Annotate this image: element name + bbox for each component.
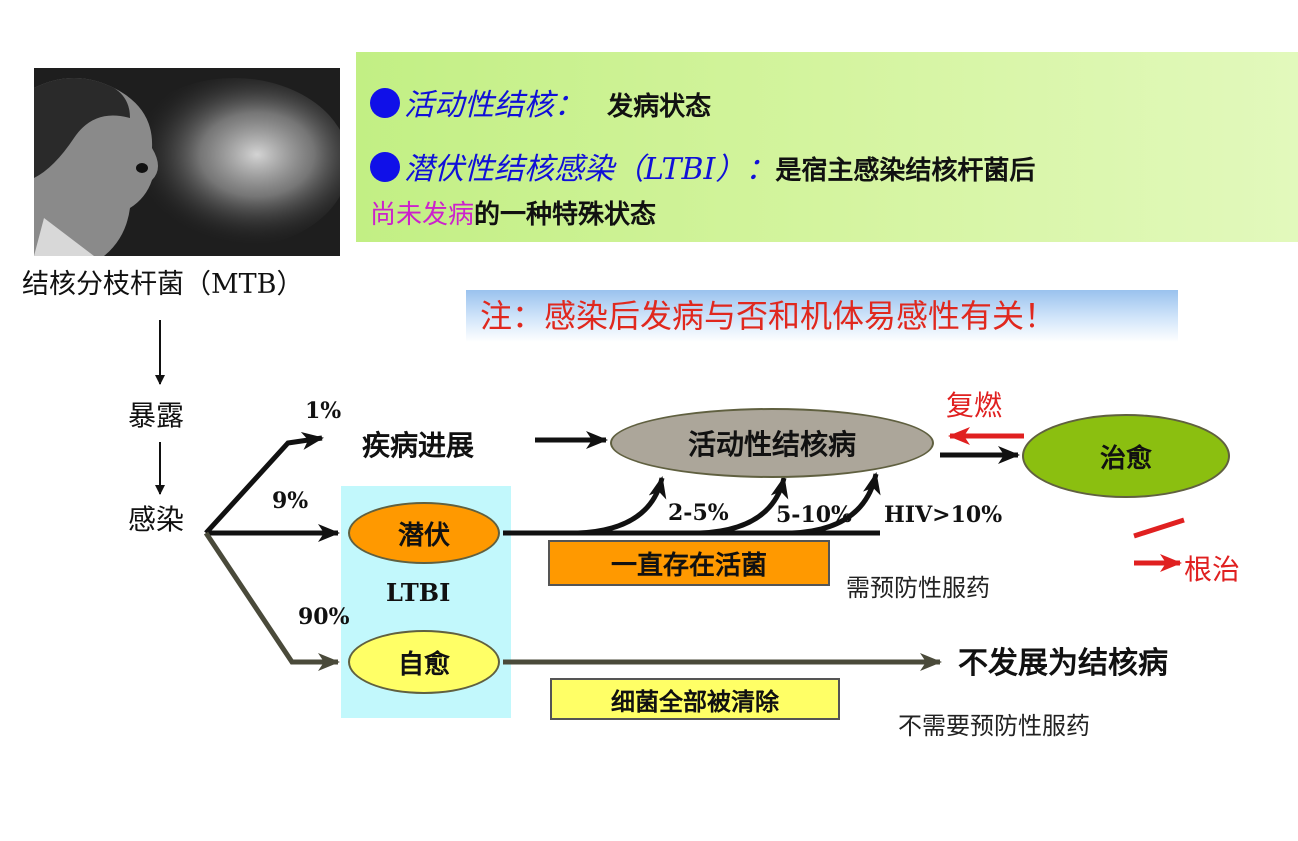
label-no-tb: 不发展为结核病 [958,646,1168,681]
label-relapse: 复燃 [946,389,1003,422]
radical-cure-slash [1133,517,1185,539]
label-progress: 疾病进展 [362,429,475,462]
curve-arrow-2 [699,476,789,536]
ltbi-desc-1: 是宿主感染结核杆菌后 [775,156,1036,186]
node-latent: 潜伏 [348,502,500,564]
label-need-prevent: 需预防性服药 [846,574,990,602]
box-live-bacteria: 一直存在活菌 [548,540,830,586]
note-banner: 注：感染后发病与否和机体易感性有关！ [466,290,1178,342]
definitions-box: 活动性结核： 发病状态 潜伏性结核感染（LTBI）：是宿主感染结核杆菌后 尚未发… [356,52,1298,242]
rate-label-hiv: HIV>10% [884,502,1003,528]
pct-latent: 9% [272,488,309,514]
pct-progress: 1% [305,398,342,424]
active-tb-term: 活动性结核： [404,88,584,123]
curve-arrow-1 [577,476,667,536]
curve-arrow-3 [791,472,881,536]
rate-label-1: 2-5% [668,500,729,526]
bullet-dot-icon [370,88,400,118]
node-active-tb: 活动性结核病 [610,408,934,478]
label-infection: 感染 [128,503,185,536]
photo-caption: 结核分枝杆菌（MTB） [22,269,304,300]
box-cleared: 细菌全部被清除 [550,678,840,720]
node-cure: 治愈 [1022,414,1230,498]
label-ltbi: LTBI [386,578,451,607]
label-no-prevent: 不需要预防性服药 [898,712,1090,740]
ltbi-desc-2: 的一种特殊状态 [474,200,657,230]
label-exposure: 暴露 [128,399,185,432]
cough-photo [34,68,340,256]
node-self-heal: 自愈 [348,630,500,694]
arrow-to-progress [204,432,324,535]
rate-label-2: 5-10% [776,502,852,528]
arrow-to-self-heal [203,531,340,671]
ltbi-highlight: 尚未发病 [370,200,475,230]
pct-self-heal: 90% [298,604,350,630]
ltbi-term: 潜伏性结核感染（LTBI）： [404,152,776,187]
bullet-dot-icon [370,152,400,182]
label-radical-cure: 根治 [1184,553,1241,586]
active-tb-desc: 发病状态 [607,92,712,122]
